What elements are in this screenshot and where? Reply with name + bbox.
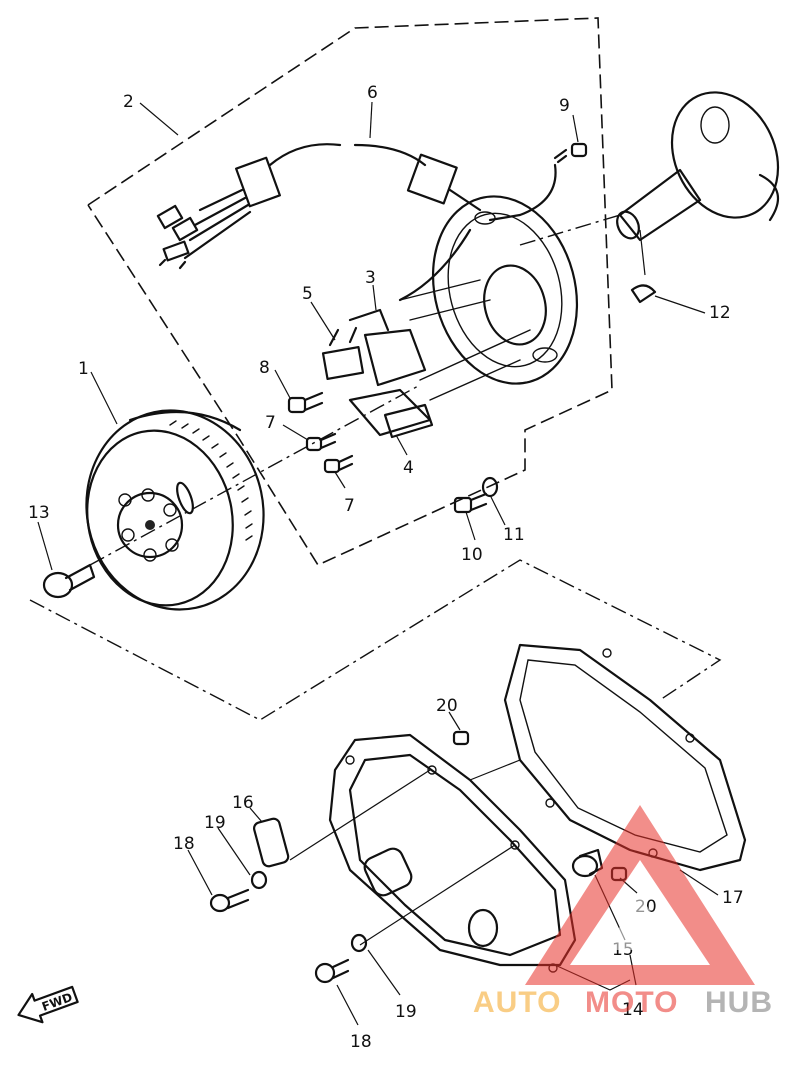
stator-base-plate <box>431 195 579 385</box>
callout-20-upper: 20 <box>436 696 458 716</box>
callout-8: 8 <box>259 358 270 378</box>
dowel-pins <box>452 730 628 882</box>
source-coil <box>348 329 531 439</box>
callout-13: 13 <box>28 503 50 523</box>
flywheel-rotor <box>85 409 265 611</box>
callout-12: 12 <box>709 303 731 323</box>
callout-11: 11 <box>503 525 525 545</box>
pickup-coil <box>321 326 365 381</box>
watermark-hub: HUB <box>705 986 773 1019</box>
forward-direction-arrow: FWD <box>17 985 79 1024</box>
cover-fasteners <box>209 817 368 984</box>
cover-assembly-boundary <box>29 559 722 721</box>
callout-19-upper: 19 <box>204 813 226 833</box>
wire-harness <box>156 143 557 302</box>
callout-10: 10 <box>461 545 483 565</box>
flywheel-bolt <box>42 563 96 599</box>
cover-gasket <box>503 643 747 872</box>
lead-clamp-screw <box>553 142 588 164</box>
callout-18-upper: 18 <box>173 834 195 854</box>
crankcase-cover <box>328 733 577 973</box>
callout-17: 17 <box>722 888 744 908</box>
callout-4: 4 <box>403 458 414 478</box>
watermark-auto: AUTO <box>473 986 561 1019</box>
charging-coil <box>348 279 491 387</box>
callout-16: 16 <box>232 793 254 813</box>
crankshaft-end <box>616 91 780 304</box>
callout-3: 3 <box>365 268 376 288</box>
automotohub-watermark: AUTO MOTO HUB <box>473 805 773 1019</box>
assembly-axis-line <box>89 214 621 566</box>
callout-1: 1 <box>78 359 89 379</box>
stator-assembly-boundary <box>87 17 613 567</box>
stator-screws <box>287 391 354 474</box>
watermark-triangle-logo <box>525 805 755 985</box>
callout-14: 14 <box>622 1000 644 1020</box>
base-screw-washer <box>453 476 499 514</box>
callout-6: 6 <box>367 83 378 103</box>
leader-lines <box>37 101 719 1026</box>
callout-5: 5 <box>302 284 313 304</box>
callout-2: 2 <box>123 92 134 112</box>
callout-19-lower: 19 <box>395 1002 417 1022</box>
key-guide-line <box>639 229 646 276</box>
callout-7-lower: 7 <box>344 496 355 516</box>
callout-9: 9 <box>559 96 570 116</box>
watermark-moto: MOTO <box>585 986 678 1019</box>
callout-7-upper: 7 <box>265 413 276 433</box>
callout-18-lower: 18 <box>350 1032 372 1052</box>
